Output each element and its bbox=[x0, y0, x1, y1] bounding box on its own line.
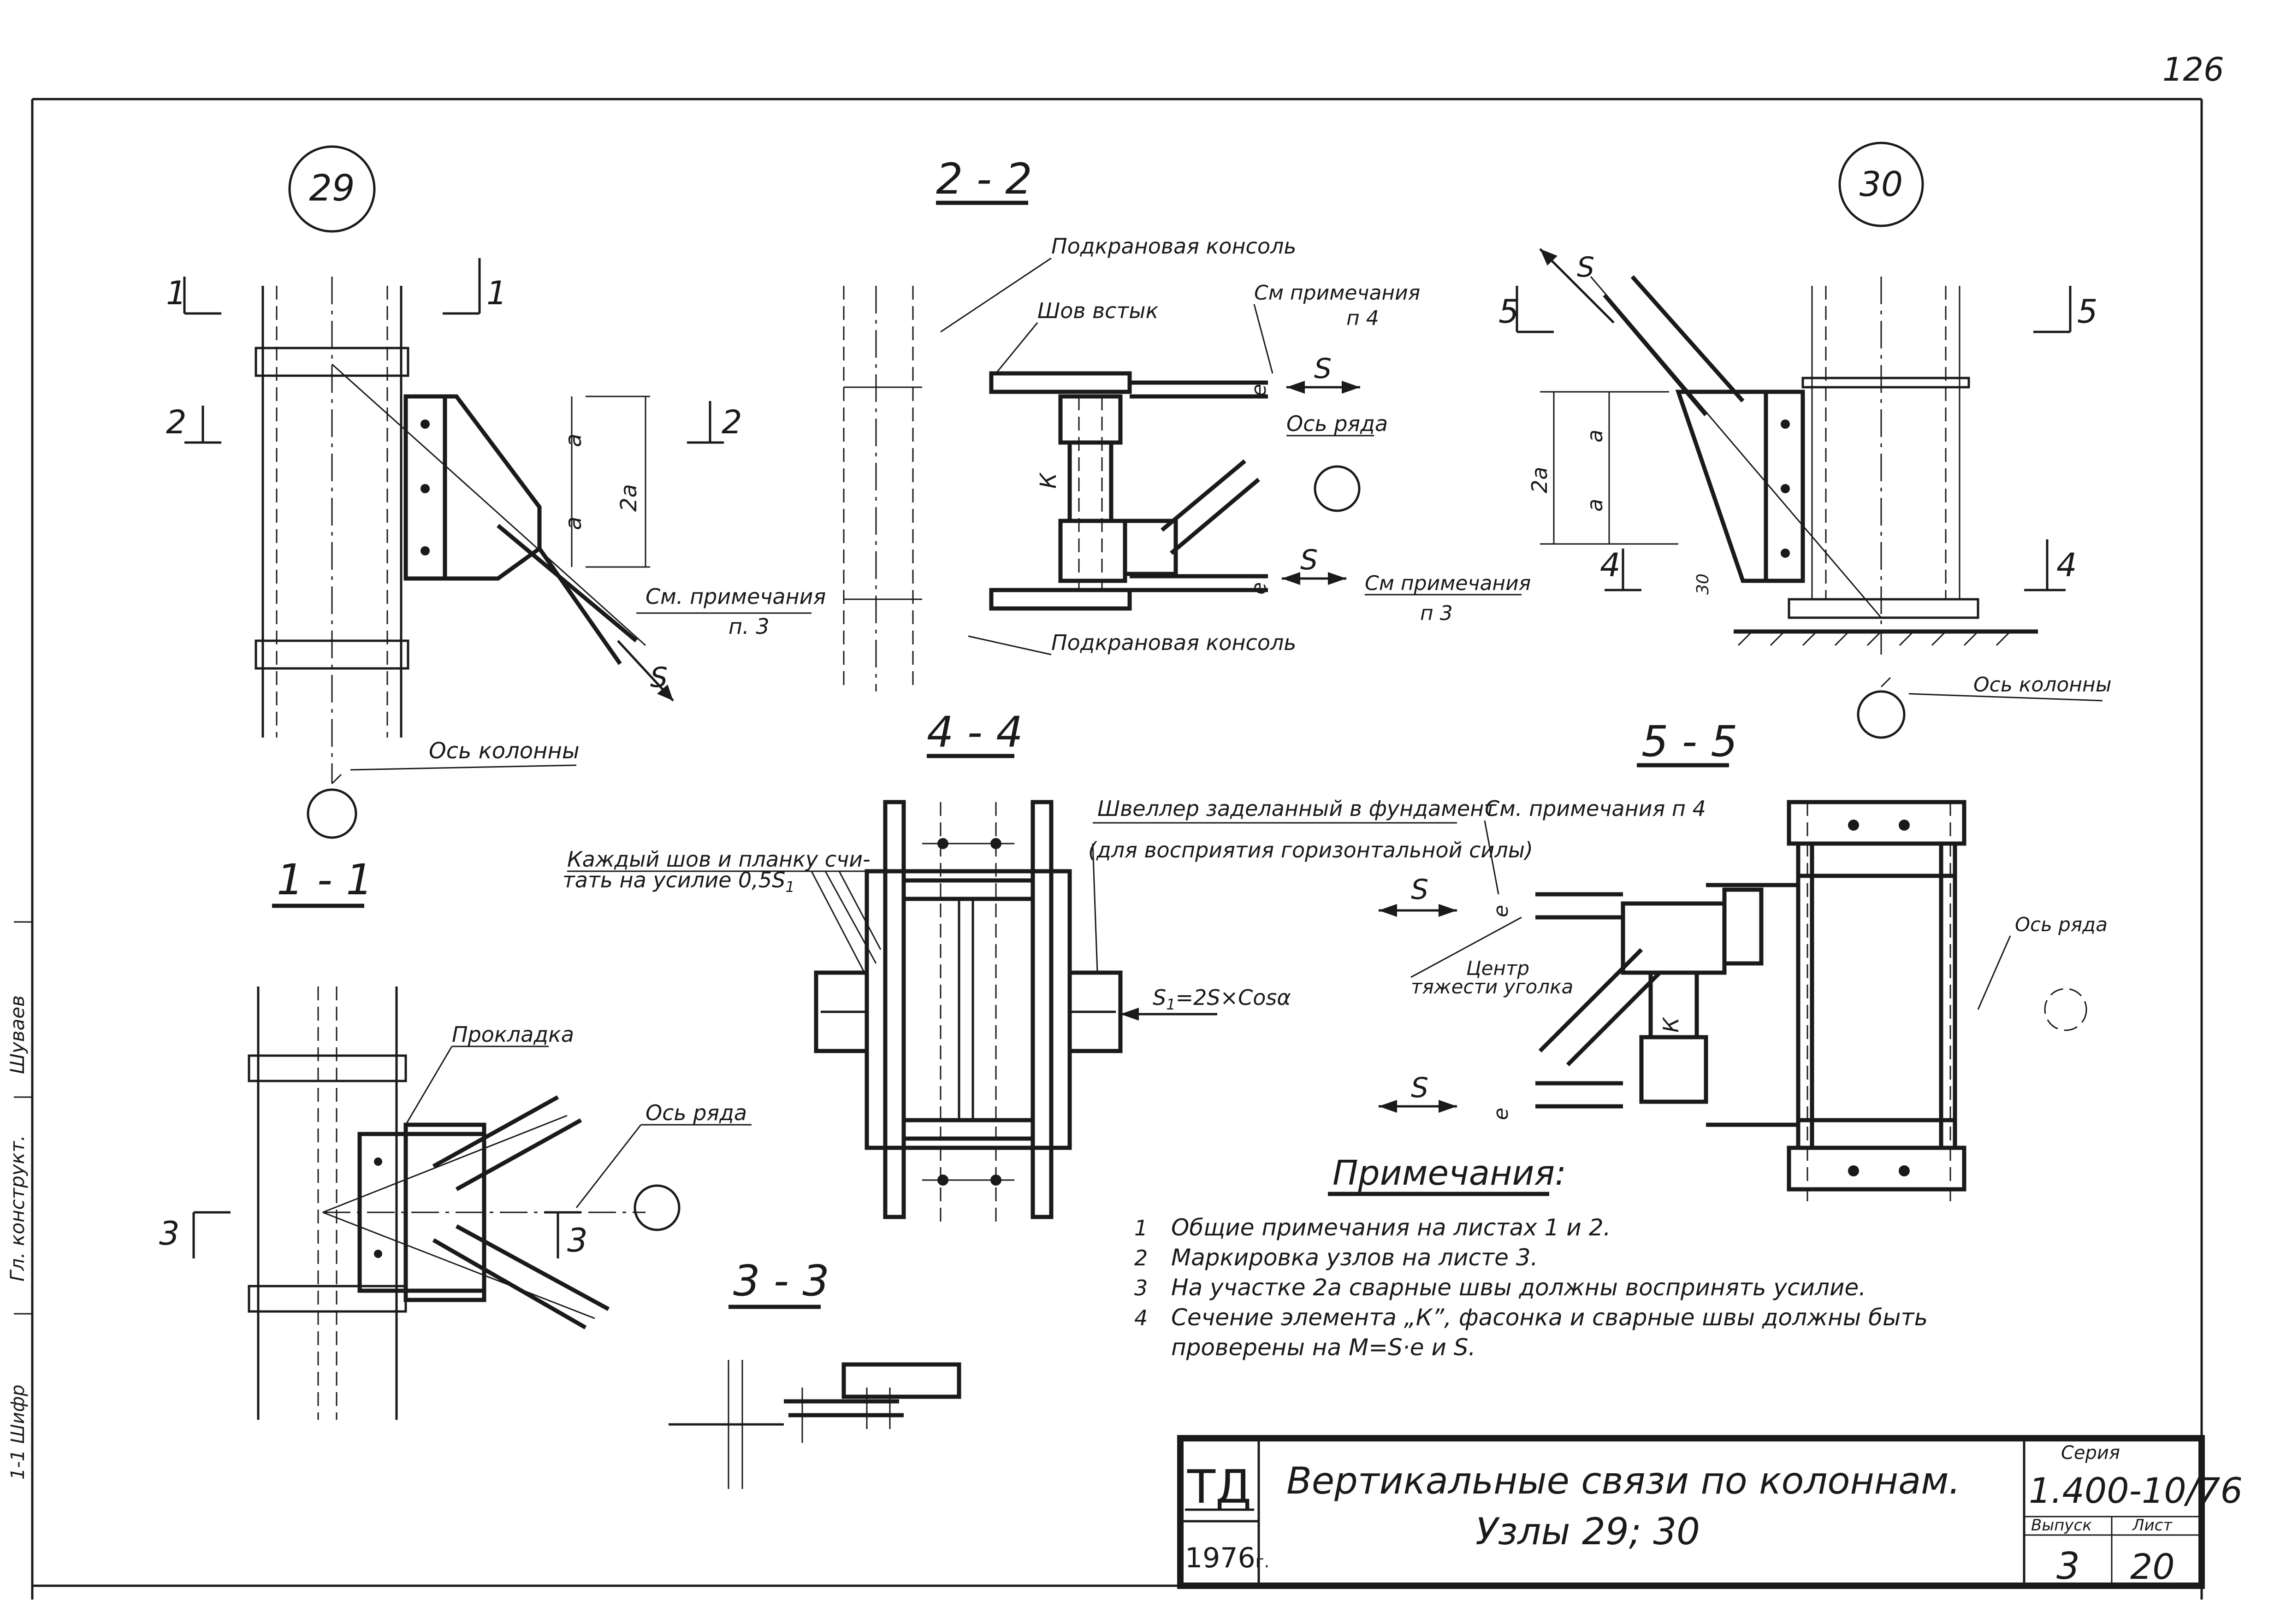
section-2-2-force-bottom: S bbox=[1300, 544, 1318, 576]
note-2-text: Маркировка узлов на листе 3. bbox=[1171, 1244, 1538, 1271]
section-4-4-title: 4 - 4 bbox=[927, 708, 1023, 757]
note-4-cont: проверены на M=S·e и S. bbox=[1171, 1334, 1475, 1361]
node-29-cut-2-right: 2 bbox=[722, 403, 742, 441]
section-5-5-row-axis: Ось ряда bbox=[2015, 913, 2108, 936]
section-5-5: 5 - 5 См. примечания п 4 S bbox=[1379, 717, 2108, 1208]
section-2-2: 2 - 2 Подкрановая консоль Шов встык См п… bbox=[843, 154, 1531, 691]
section-2-2-force-top: S bbox=[1314, 353, 1332, 385]
node-29-axis-label: Ось колонны bbox=[429, 738, 580, 764]
section-5-5-force-top: S bbox=[1411, 874, 1428, 906]
section-1-1-cut-3-right: 3 bbox=[567, 1222, 588, 1259]
section-1-1-title: 1 - 1 bbox=[277, 855, 373, 904]
notes-heading: Примечания: bbox=[1333, 1153, 1566, 1193]
node-30-cut-5-left: 5 bbox=[1498, 293, 1519, 331]
section-5-5-force-bottom: S bbox=[1411, 1072, 1428, 1104]
note-1-num: 1 bbox=[1134, 1216, 1148, 1240]
margin-stamp-entry2: Шуваев bbox=[6, 995, 29, 1074]
node-30: 30 S 5 5 bbox=[1498, 142, 2112, 739]
node-30-badge-circle bbox=[1838, 142, 1924, 227]
title-block: ТД 1976г. Вертикальные связи по колоннам… bbox=[1177, 1435, 2243, 1589]
node-29-badge: 29 bbox=[309, 168, 355, 209]
section-4-4: 4 - 4 Каждый шов и планку счи- тать на у… bbox=[563, 708, 1533, 1226]
sheet-number: 126 bbox=[2162, 51, 2224, 89]
notes-block: Примечания: 1 Общие примечания на листах… bbox=[1134, 1153, 1928, 1361]
node-30-badge: 30 bbox=[1860, 165, 1903, 204]
title-block-sheet-value: 20 bbox=[2130, 1546, 2175, 1587]
node-29-cut-1-right: 1 bbox=[486, 274, 507, 312]
title-block-year: 1976г. bbox=[1185, 1542, 1269, 1574]
section-2-2-console-bottom: Подкрановая консоль bbox=[1051, 630, 1296, 655]
section-3-3-title: 3 - 3 bbox=[733, 1256, 829, 1305]
node-30-cut-4-left: 4 bbox=[1600, 546, 1621, 584]
section-5-5-k-label: К bbox=[1658, 1016, 1683, 1033]
node-29-dim-2a: 2a bbox=[616, 484, 642, 512]
section-5-5-centroid-line2: тяжести уголка bbox=[1411, 975, 1573, 998]
node-30-cut-4-right: 4 bbox=[2056, 546, 2077, 584]
section-2-2-console-top: Подкрановая консоль bbox=[1051, 234, 1296, 259]
note-4-text: Сечение элемента „К”, фасонка и сварные … bbox=[1171, 1304, 1928, 1331]
section-5-5-centroid-line1: Центр bbox=[1466, 957, 1529, 980]
margin-stamp-entry1: Гл. конструкт. bbox=[6, 1135, 29, 1281]
margin-stamp: Гл. конструкт. Шуваев 1-1 Шифр bbox=[6, 655, 34, 1480]
section-5-5-note4: См. примечания п 4 bbox=[1485, 796, 1706, 821]
node-30-force: S bbox=[1577, 251, 1594, 283]
node-29-note-line2: п. 3 bbox=[728, 614, 770, 639]
section-4-4-channel-line2: (для восприятия горизонтальной силы) bbox=[1088, 838, 1533, 862]
section-4-4-weld-line1: Каждый шов и планку счи- bbox=[567, 847, 871, 872]
node-30-dim-30: 30 bbox=[1694, 573, 1712, 595]
title-block-series-value: 1.400-10/76 bbox=[2029, 1470, 2243, 1511]
section-4-4-force: S1=2S×Cosα bbox=[1153, 985, 1291, 1013]
node-29-dim-a2: a bbox=[561, 517, 586, 530]
section-2-2-note3-line2: п 3 bbox=[1420, 602, 1453, 625]
section-2-2-note4-line2: п 4 bbox=[1346, 307, 1379, 330]
note-1-text: Общие примечания на листах 1 и 2. bbox=[1171, 1214, 1611, 1241]
section-1-1-shim: Прокладка bbox=[452, 1022, 574, 1047]
node-30-dim-a1: a bbox=[1582, 430, 1607, 443]
section-2-2-note3-line1: См примечания bbox=[1365, 572, 1531, 595]
section-5-5-ecc-bottom: e bbox=[1489, 1108, 1513, 1120]
section-5-5-title: 5 - 5 bbox=[1641, 717, 1738, 766]
section-2-2-weld: Шов встык bbox=[1037, 298, 1159, 323]
title-block-org: ТД bbox=[1187, 1460, 1251, 1514]
node-30-axis-label: Ось колонны bbox=[1973, 673, 2112, 697]
node-30-cut-5-right: 5 bbox=[2077, 293, 2098, 331]
section-2-2-ecc-top: e bbox=[1247, 384, 1271, 396]
title-block-series-label: Серия bbox=[2061, 1442, 2120, 1464]
section-2-2-title: 2 - 2 bbox=[936, 154, 1032, 204]
title-block-issue-value: 3 bbox=[2056, 1545, 2080, 1588]
title-block-issue-label: Выпуск bbox=[2031, 1516, 2092, 1535]
section-1-1-cut-3-left: 3 bbox=[159, 1215, 180, 1252]
section-2-2-note4-line1: См примечания bbox=[1254, 281, 1420, 305]
section-2-2-ecc-bottom: e bbox=[1247, 582, 1271, 595]
note-2-num: 2 bbox=[1134, 1246, 1148, 1270]
title-block-sheet-label: Лист bbox=[2132, 1516, 2173, 1535]
node-29: 29 S 1 1 2 2 bbox=[166, 145, 826, 839]
node-29-dim-a1: a bbox=[561, 434, 586, 447]
section-3-3: 3 - 3 bbox=[669, 1256, 961, 1489]
note-3-text: На участке 2а сварные швы должны восприн… bbox=[1171, 1274, 1866, 1301]
section-1-1-row-axis: Ось ряда bbox=[646, 1100, 747, 1125]
section-5-5-ecc-top: e bbox=[1489, 905, 1513, 917]
section-1-1: 1 - 1 Прокладка Ось ряда 3 3 bbox=[159, 855, 752, 1420]
title-block-title-line1: Вертикальные связи по колоннам. bbox=[1286, 1459, 1960, 1502]
node-29-cut-1-left: 1 bbox=[166, 274, 187, 312]
title-block-title-line2: Узлы 29; 30 bbox=[1475, 1510, 1700, 1553]
section-2-2-k-label: К bbox=[1036, 472, 1061, 489]
node-29-badge-circle bbox=[288, 145, 376, 233]
section-4-4-channel-line1: Швеллер заделанный в фундамент bbox=[1097, 796, 1497, 821]
note-3-num: 3 bbox=[1134, 1276, 1148, 1300]
section-2-2-row-axis: Ось ряда bbox=[1286, 411, 1388, 436]
note-4-num: 4 bbox=[1134, 1305, 1148, 1330]
node-29-force: S bbox=[650, 661, 668, 694]
margin-stamp-entry3: 1-1 Шифр bbox=[7, 1385, 29, 1480]
node-29-cut-2-left: 2 bbox=[166, 403, 187, 441]
node-30-dim-a2: a bbox=[1582, 499, 1607, 512]
node-29-note-line1: См. примечания bbox=[646, 584, 826, 609]
node-30-dim-2a: 2a bbox=[1527, 467, 1552, 493]
